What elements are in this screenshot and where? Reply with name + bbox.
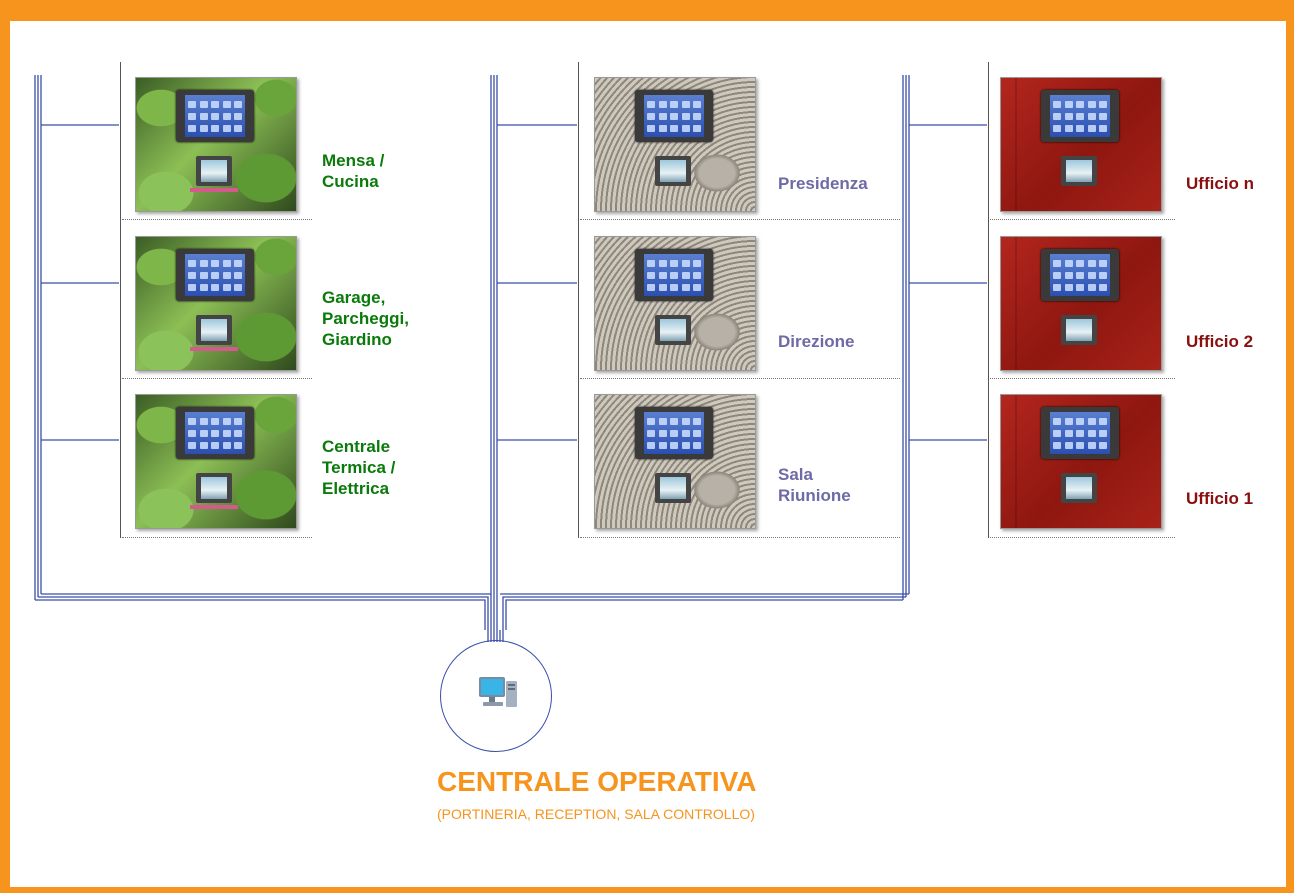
touch-panel-image	[135, 77, 297, 212]
touchscreen-device	[635, 249, 713, 301]
camera-view	[1061, 473, 1097, 503]
column-2-divider	[578, 62, 579, 538]
touch-panel-image	[1000, 394, 1162, 529]
computer-icon	[479, 677, 517, 707]
separator	[580, 378, 900, 379]
zone-label: Centrale Termica / Elettrica	[322, 437, 396, 498]
zone-label: Sala Riunione	[778, 465, 851, 505]
separator	[122, 537, 312, 538]
touch-panel-image	[594, 236, 756, 371]
camera-view	[655, 473, 691, 503]
zone-label: Presidenza	[778, 174, 868, 193]
camera-view	[1061, 315, 1097, 345]
touchscreen-device	[1041, 249, 1119, 301]
zone-label: Direzione	[778, 332, 855, 351]
touchscreen-device	[635, 407, 713, 459]
separator	[990, 378, 1175, 379]
touch-panel-image	[594, 77, 756, 212]
separator	[580, 219, 900, 220]
touchscreen-device	[176, 407, 254, 459]
separator	[122, 378, 312, 379]
central-node	[440, 640, 552, 752]
camera-view	[1061, 156, 1097, 186]
separator	[580, 537, 900, 538]
camera-view	[190, 473, 238, 509]
zone-label: Mensa / Cucina	[322, 151, 385, 191]
touchscreen-device	[176, 90, 254, 142]
touch-panel-image	[594, 394, 756, 529]
touch-panel-image	[1000, 77, 1162, 212]
touchscreen-device	[176, 249, 254, 301]
camera-view	[655, 315, 691, 345]
separator	[990, 219, 1175, 220]
column-1-divider	[120, 62, 121, 538]
central-subtitle: (PORTINERIA, RECEPTION, SALA CONTROLLO)	[437, 806, 755, 822]
camera-view	[190, 315, 238, 351]
separator	[122, 219, 312, 220]
zone-label: Garage, Parcheggi, Giardino	[322, 288, 409, 349]
zone-label: Ufficio n	[1186, 174, 1254, 193]
touchscreen-device	[1041, 407, 1119, 459]
touch-panel-image	[1000, 236, 1162, 371]
camera-view	[190, 156, 238, 192]
zone-label: Ufficio 1	[1186, 489, 1254, 508]
camera-view	[655, 156, 691, 186]
touchscreen-device	[1041, 90, 1119, 142]
separator	[990, 537, 1175, 538]
touch-panel-image	[135, 394, 297, 529]
zone-label: Ufficio 2	[1186, 332, 1254, 351]
touchscreen-device	[635, 90, 713, 142]
touch-panel-image	[135, 236, 297, 371]
column-3-divider	[988, 62, 989, 538]
central-title: CENTRALE OPERATIVA	[437, 766, 757, 797]
